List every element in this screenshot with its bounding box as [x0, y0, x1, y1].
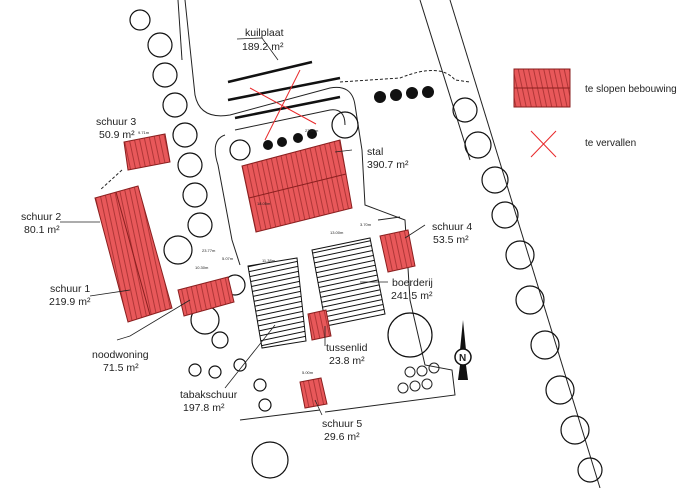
building-labels: kuilplaat 189.2 m² schuur 3 50.9 m² stal… — [21, 27, 472, 443]
roads — [177, 0, 601, 488]
area-noodwoning: 71.5 m² — [103, 362, 139, 374]
label-schuur-4: schuur 4 — [432, 221, 472, 233]
dim: 9.71m — [138, 130, 150, 135]
divider — [115, 191, 151, 316]
building-noodwoning — [177, 276, 235, 317]
legend-demolish-label: te slopen bebouwing — [585, 84, 677, 95]
label-stal: stal — [367, 146, 383, 158]
tree-row-east — [229, 97, 603, 483]
dim: 23.77m — [202, 248, 216, 253]
area-schuur-1: 219.9 m² — [49, 296, 91, 308]
label-kuilplaat: kuilplaat — [245, 27, 284, 39]
dim: 23.57m — [305, 128, 319, 133]
area-kuilplaat: 189.2 m² — [242, 41, 284, 53]
building-schuur-5 — [299, 377, 328, 409]
dim: 10.30m — [195, 265, 209, 270]
north-arrow-icon: N — [454, 320, 472, 380]
legend: te slopen bebouwing te vervallen — [513, 68, 677, 158]
area-tabakschuur: 197.8 m² — [183, 402, 225, 414]
legend-remove-label: te vervallen — [585, 138, 636, 149]
area-schuur-3: 50.9 m² — [99, 129, 135, 141]
area-stal: 390.7 m² — [367, 159, 409, 171]
area-boerderij: 241.5 m² — [391, 290, 433, 302]
dashed-path — [339, 70, 471, 83]
building-boerderij — [311, 237, 386, 327]
dimension-labels: 23.57m 9.71m 18.00m 23.77m 5.07m 10.30m … — [138, 128, 372, 375]
label-schuur-5: schuur 5 — [322, 418, 362, 430]
label-boerderij: boerderij — [392, 277, 433, 289]
stal-ridge — [248, 173, 347, 199]
label-tussenlid: tussenlid — [326, 342, 368, 354]
building-tabakschuur — [247, 257, 307, 349]
label-schuur-1: schuur 1 — [50, 283, 90, 295]
label-tabakschuur: tabakschuur — [180, 389, 238, 401]
label-schuur-2: schuur 2 — [21, 211, 61, 223]
leader-lines — [60, 37, 426, 416]
dim: 5.07m — [222, 256, 234, 261]
area-schuur-2: 80.1 m² — [24, 224, 60, 236]
label-schuur-3: schuur 3 — [96, 116, 136, 128]
area-schuur-4: 53.5 m² — [433, 234, 469, 246]
dashed-line — [99, 169, 123, 191]
area-tussenlid: 23.8 m² — [329, 355, 365, 367]
dim: 11.38m — [262, 258, 276, 263]
dim: 5.00m — [302, 370, 314, 375]
building-schuur-4 — [379, 229, 416, 273]
dim: 13.00m — [330, 230, 344, 235]
remove-cross-kuilplaat — [249, 69, 317, 141]
north-label: N — [459, 353, 466, 364]
shrubs — [397, 362, 440, 394]
area-schuur-5: 29.6 m² — [324, 431, 360, 443]
label-noodwoning: noodwoning — [92, 349, 149, 361]
kuilplaat-walls — [227, 60, 341, 120]
dim: 3.70m — [360, 222, 372, 227]
dim: 18.00m — [257, 201, 271, 206]
legend-cross-icon — [530, 130, 557, 158]
building-schuur-3 — [123, 133, 171, 171]
small-trees — [263, 86, 434, 150]
